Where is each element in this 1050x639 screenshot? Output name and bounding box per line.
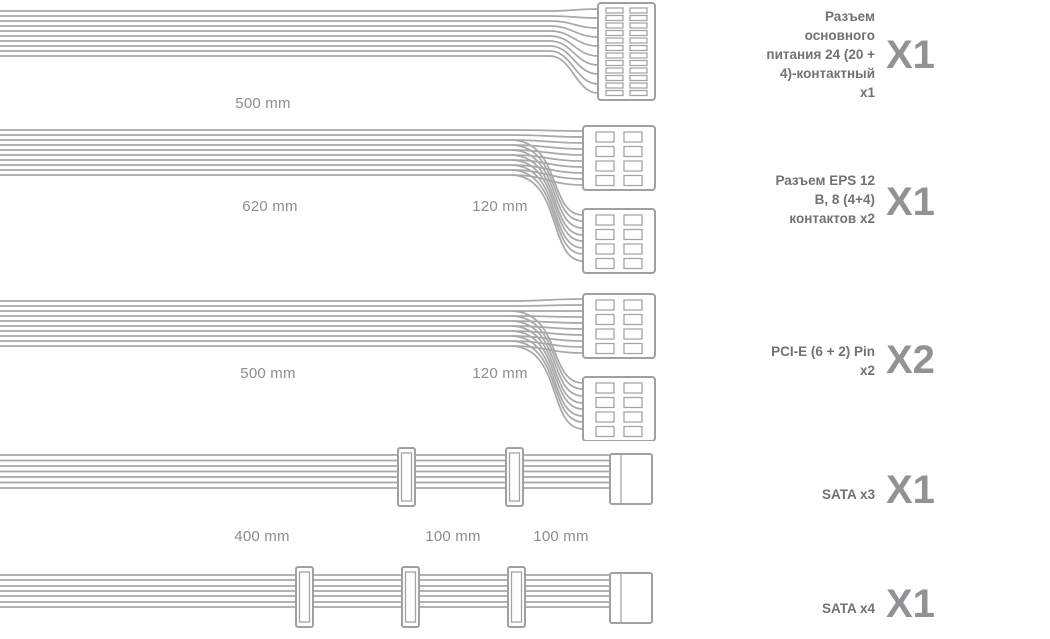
- measurement-label: 500 mm: [235, 95, 291, 112]
- wire-fan: [511, 298, 584, 354]
- sata-connector-icon: [505, 447, 524, 507]
- wire-fan: [549, 8, 599, 94]
- eps-8pin-connector-icon: [582, 208, 656, 274]
- sata4-cable-drawing: [0, 566, 653, 628]
- wire-loop: [511, 139, 584, 262]
- sata-connector-icon: [401, 566, 420, 628]
- cable-quantity-atx24: X1: [886, 33, 935, 77]
- sata3-cable-drawing: [0, 447, 653, 507]
- sata-connector-icon: [507, 566, 526, 628]
- cable-quantity-sata4: X1: [886, 582, 935, 626]
- wire-bundle: [0, 8, 599, 94]
- measurement-label: 620 mm: [242, 198, 298, 215]
- measurement-label: 100 mm: [533, 528, 589, 545]
- eps-8pin-connector-icon: [582, 125, 656, 191]
- sata-end-connector-icon: [609, 572, 653, 624]
- cable-quantity-sata3: X1: [886, 468, 935, 512]
- wire-bundle: [0, 298, 584, 430]
- pcie-8pin-connector-icon: [582, 293, 656, 359]
- cable-label-sata3: SATA x3: [821, 487, 875, 502]
- wire-ribbon: [0, 454, 611, 489]
- cable-label-sata4: SATA x4: [821, 601, 875, 616]
- cable-quantity-eps8: X1: [886, 180, 935, 224]
- sata-connector-icon: [397, 447, 416, 507]
- cable-quantity-pcie: X2: [886, 338, 935, 382]
- measurement-label: 120 mm: [472, 198, 528, 215]
- eps8-cable-drawing: [0, 125, 656, 274]
- sata-end-connector-icon: [609, 453, 653, 505]
- pcie-cable-drawing: [0, 293, 656, 441]
- atx24-cable-drawing: [0, 2, 656, 101]
- cable-label-pcie: PCI-E (6 + 2) Pin x2: [771, 344, 875, 378]
- wire-bundle: [0, 129, 584, 262]
- measurement-label: 400 mm: [234, 528, 290, 545]
- cable-label-atx24: Разъем основного питания 24 (20 + 4)-кон…: [766, 9, 875, 100]
- measurement-label: 120 mm: [472, 365, 528, 382]
- atx-24pin-connector-icon: [597, 2, 656, 101]
- measurement-label: 100 mm: [425, 528, 481, 545]
- cable-label-eps8: Разъем EPS 12 В, 8 (4+4) контактов x2: [775, 173, 875, 226]
- measurement-label: 500 mm: [240, 365, 296, 382]
- wire-loop: [511, 310, 584, 430]
- pcie-8pin-connector-icon: [582, 376, 656, 441]
- sata-connector-icon: [295, 566, 314, 628]
